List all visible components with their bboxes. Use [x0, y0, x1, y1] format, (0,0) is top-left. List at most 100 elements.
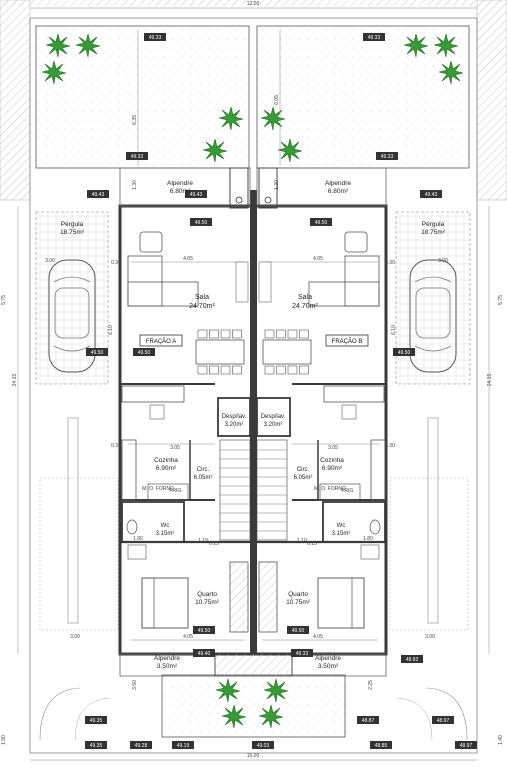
- dim-wc-a: 1.80: [133, 536, 143, 542]
- level-value: 49.35: [90, 743, 103, 749]
- level-value: 49.33: [149, 35, 162, 41]
- dim-right-140: 1.40: [498, 735, 504, 745]
- sala-a-name: Sala: [195, 294, 209, 301]
- desp-a-area: 3.20m²: [225, 422, 244, 428]
- alpendre-bot-b-area: 3.50m²: [318, 663, 339, 670]
- level-value: 49.50: [398, 350, 411, 356]
- level-tag: 49.19: [172, 741, 194, 749]
- level-value: 49.50: [138, 350, 151, 356]
- level-value: 49.33: [131, 154, 144, 160]
- dim-garden-a: 6.35: [132, 115, 138, 125]
- alpendre-bot-a-name: Alpendre: [154, 655, 180, 662]
- level-tag: 49.40: [193, 649, 215, 657]
- fracao-a-label: FRAÇÃO A: [146, 338, 176, 345]
- level-tag: 49.28: [130, 741, 152, 749]
- dim-wall-b: 0.30: [385, 260, 395, 266]
- alpendre-bot-a-area: 3.50m²: [157, 663, 178, 670]
- frig-b-label: FRIG.: [341, 488, 354, 494]
- dim-right-575: 5.75: [498, 295, 504, 305]
- sala-b-area: 24.70m²: [292, 303, 318, 310]
- dim-side-a: 3.00: [70, 634, 80, 640]
- level-value: 49.43: [92, 192, 105, 198]
- level-value: 49.03: [257, 743, 270, 749]
- level-value: 49.50: [91, 350, 104, 356]
- circ-b-name: Circ.: [297, 467, 310, 473]
- level-value: 49.33: [296, 651, 309, 657]
- level-tag: 49.35: [85, 741, 107, 749]
- dim-quarto-a-width: 4.05: [183, 634, 193, 640]
- dim-wall-d: 0.30: [385, 443, 395, 449]
- level-value: 48.85: [375, 743, 388, 749]
- dim-wall-c: 0.30: [111, 443, 121, 449]
- dim-left-total: 24.15: [12, 374, 18, 387]
- pergula-b-name: Pérgula: [422, 221, 445, 228]
- level-tag: 49.43: [185, 190, 207, 198]
- cozinha-b-area: 6.90m²: [322, 465, 343, 472]
- fracao-b-label: FRAÇÃO B: [332, 338, 363, 345]
- alpendre-top-b-area: 6.80m²: [328, 188, 349, 195]
- dim-door-b: 1.10: [297, 538, 307, 544]
- level-value: 49.33: [381, 154, 394, 160]
- dim-quarto-b-width: 4.05: [313, 634, 323, 640]
- quarto-a-name: Quarto: [197, 591, 217, 598]
- level-tag: 49.03: [252, 741, 274, 749]
- circ-a-area: 6.05m²: [194, 475, 213, 481]
- cozinha-b-name: Cozinha: [320, 457, 344, 464]
- level-tag: 48.87: [357, 716, 379, 724]
- level-value: 49.28: [135, 743, 148, 749]
- pergula-b-area: 18.75m²: [421, 229, 446, 236]
- dim-pergula-a: 3.00: [45, 258, 55, 264]
- level-value: 48.97: [460, 743, 473, 749]
- level-tag: 49.50: [133, 348, 155, 356]
- level-tag: 48.97: [455, 741, 477, 749]
- level-tag: 49.50: [310, 218, 332, 226]
- level-tag: 49.43: [420, 190, 442, 198]
- alpendre-top-b-name: Alpendre: [325, 180, 351, 187]
- wc-a-area: 3.15m²: [156, 531, 175, 537]
- level-tag: 49.50: [193, 626, 215, 634]
- level-value: 49.50: [292, 628, 305, 634]
- level-value: 49.50: [195, 220, 208, 226]
- dim-top-total: 12.00: [247, 1, 260, 7]
- level-tag: 49.33: [363, 33, 385, 41]
- desp-a-name: Desp/lav.: [222, 414, 247, 420]
- dim-pergula-b: 3.00: [438, 258, 448, 264]
- level-tag: 48.97: [432, 716, 454, 724]
- level-tag: 48.85: [370, 741, 392, 749]
- cozinha-a-name: Cozinha: [154, 457, 178, 464]
- micro-forno-a-label: M. O. FORNO: [142, 486, 174, 492]
- dim-gap-a: 0.15: [209, 541, 219, 547]
- alpendre-top-a-name: Alpendre: [167, 180, 193, 187]
- sala-a-area: 24.70m²: [189, 303, 215, 310]
- level-tag: 49.33: [144, 33, 166, 41]
- alpendre-top-a-area: 6.80m²: [170, 188, 191, 195]
- level-tag: 49.33: [376, 152, 398, 160]
- dim-bottom-total: 15.00: [247, 753, 260, 759]
- dim-wc-b: 1.80: [363, 536, 373, 542]
- dim-cozinha-b: 3.05: [328, 445, 338, 451]
- frig-a-label: FRIG.: [169, 488, 182, 494]
- dim-door-a: 1.10: [198, 538, 208, 544]
- circ-a-name: Circ.: [197, 467, 210, 473]
- dim-front-a: 3.50: [132, 680, 138, 690]
- level-value: 49.43: [425, 192, 438, 198]
- dim-garden-b: 6.05: [274, 95, 280, 105]
- dim-left-575: 5.75: [1, 295, 7, 305]
- level-value: 49.35: [90, 718, 103, 724]
- level-value: 49.50: [315, 220, 328, 226]
- level-value: 49.40: [198, 651, 211, 657]
- level-value: 48.87: [362, 718, 375, 724]
- dim-porch-b: 1.30: [274, 180, 280, 190]
- dim-sala-a-height: 6.10: [108, 325, 114, 335]
- dim-cozinha-a: 3.05: [170, 445, 180, 451]
- dim-left-180: 1.80: [1, 735, 7, 745]
- desp-b-name: Desp/lav.: [261, 414, 286, 420]
- quarto-b-area: 10.75m²: [286, 599, 311, 606]
- quarto-a-area: 10.75m²: [195, 599, 220, 606]
- level-tag: 49.50: [393, 348, 415, 356]
- cozinha-a-area: 6.90m²: [156, 465, 177, 472]
- level-tag: 49.50: [190, 218, 212, 226]
- level-tag: 49.50: [86, 348, 108, 356]
- level-value: 49.33: [368, 35, 381, 41]
- quarto-b-name: Quarto: [288, 591, 308, 598]
